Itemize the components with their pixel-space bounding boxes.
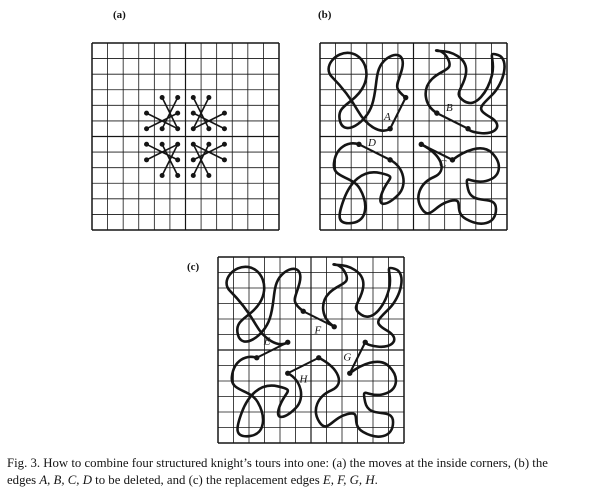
- chessboard-grid: [217, 256, 405, 444]
- replacement-edge-f: [302, 310, 336, 328]
- knight-move-dot: [221, 157, 227, 163]
- edge-endpoint-dot: [403, 94, 409, 101]
- knight-move-dot: [190, 157, 196, 163]
- edge-endpoint-dot: [387, 157, 393, 163]
- knight-move-line: [161, 143, 179, 177]
- edge-endpoint-dot: [285, 339, 291, 345]
- edge-endpoint-dot: [285, 370, 291, 376]
- panel-b-label: (b): [318, 9, 332, 21]
- knight-move-dot: [144, 157, 150, 163]
- edge-label-e: E: [263, 336, 271, 348]
- edge-label-b: B: [446, 102, 453, 114]
- deleted-edge-d: [357, 143, 392, 161]
- corner-moves: [144, 95, 227, 178]
- edge-endpoint-dot: [362, 339, 368, 345]
- knight-move-dot: [159, 126, 165, 132]
- caption-text: .: [374, 473, 378, 487]
- deleted-edge-a: [389, 96, 407, 130]
- replacement-edge-h: [286, 356, 320, 375]
- caption-deleted-edges: A, B, C, D: [39, 473, 92, 487]
- panel-a-label: (a): [113, 9, 126, 21]
- panel-b-board: A B C D: [319, 42, 508, 231]
- knight-move-dot: [144, 110, 150, 116]
- edge-label-h: H: [299, 373, 309, 385]
- knight-move-dot: [175, 95, 181, 101]
- edge-endpoint-dot: [331, 324, 337, 330]
- knight-move-dot: [159, 172, 165, 178]
- edge-label-f: F: [313, 325, 321, 337]
- caption-replacement-edges: E, F, G, H: [322, 473, 375, 487]
- knight-move-line: [145, 143, 179, 161]
- edge-label-g: G: [343, 351, 351, 363]
- knight-move-dot: [159, 141, 165, 147]
- knight-move-line: [192, 112, 226, 130]
- edge-endpoint-dot: [356, 141, 362, 147]
- knight-move-dot: [206, 126, 212, 132]
- knight-move-line: [192, 143, 226, 161]
- replacement-edge-g: [348, 341, 367, 375]
- deleted-edge-b: [435, 112, 470, 130]
- knight-move-dot: [206, 172, 212, 178]
- edge-endpoint-dot: [316, 355, 322, 361]
- knight-move-dot: [144, 141, 150, 147]
- knight-move-dot: [221, 141, 227, 147]
- tour-curve-top-left: [327, 51, 407, 132]
- knight-move-dot: [221, 110, 227, 116]
- edge-label-a: A: [383, 111, 391, 123]
- chessboard-grid: [91, 42, 280, 231]
- knight-move-dot: [175, 157, 181, 163]
- caption-text: edges: [7, 473, 37, 487]
- caption-line-1: Fig. 3. How to combine four structured k…: [7, 456, 548, 470]
- knight-move-dot: [206, 95, 212, 101]
- knight-move-dot: [206, 141, 212, 147]
- edge-endpoint-dot: [418, 141, 424, 147]
- tour-curve-top-right: [321, 263, 403, 349]
- tour-curves: [225, 263, 403, 438]
- tour-curve-bottom-right: [314, 356, 398, 438]
- knight-move-line: [192, 143, 210, 177]
- edge-endpoint-dot: [434, 110, 440, 116]
- tour-curve-bottom-left: [230, 355, 303, 438]
- deleted-edges: [356, 94, 471, 163]
- knight-move-dot: [190, 95, 196, 101]
- knight-move-dot: [221, 126, 227, 132]
- edge-endpoint-dot: [449, 157, 456, 163]
- edge-endpoint-dot: [387, 126, 393, 132]
- panel-c-label: (c): [187, 261, 200, 273]
- tour-curves: [327, 49, 506, 225]
- replacement-edges: [254, 308, 368, 376]
- knight-move-dot: [190, 172, 196, 178]
- knight-move-line: [192, 96, 210, 130]
- knight-move-dot: [144, 126, 150, 132]
- edge-label-c: C: [439, 158, 447, 170]
- knight-move-line: [145, 112, 179, 130]
- tour-curve-bottom-left: [332, 142, 405, 225]
- knight-move-dot: [175, 110, 181, 116]
- edge-endpoint-dot: [254, 355, 260, 361]
- caption-text: to be deleted, and (c) the replacement e…: [95, 473, 320, 487]
- knight-move-dot: [175, 172, 181, 178]
- tour-curve-top-right: [424, 49, 506, 135]
- knight-move-dot: [190, 110, 196, 116]
- deleted-edge-c: [420, 143, 454, 161]
- caption-line-2: edges A, B, C, D to be deleted, and (c) …: [7, 472, 597, 489]
- figure-caption: Fig. 3. How to combine four structured k…: [7, 455, 597, 489]
- panel-c-board: E F G H: [217, 256, 405, 444]
- edge-endpoint-dot: [300, 308, 306, 314]
- knight-move-line: [161, 96, 179, 130]
- tour-curve-bottom-right: [417, 143, 501, 225]
- chessboard-grid: [319, 42, 508, 231]
- knight-move-dot: [159, 95, 165, 101]
- panel-a-board: [91, 42, 280, 231]
- edge-label-d: D: [367, 137, 376, 149]
- tour-curve-top-left: [225, 265, 305, 346]
- edge-endpoint-dot: [347, 370, 353, 376]
- replacement-edge-e: [255, 341, 289, 359]
- edge-endpoint-dot: [465, 126, 471, 132]
